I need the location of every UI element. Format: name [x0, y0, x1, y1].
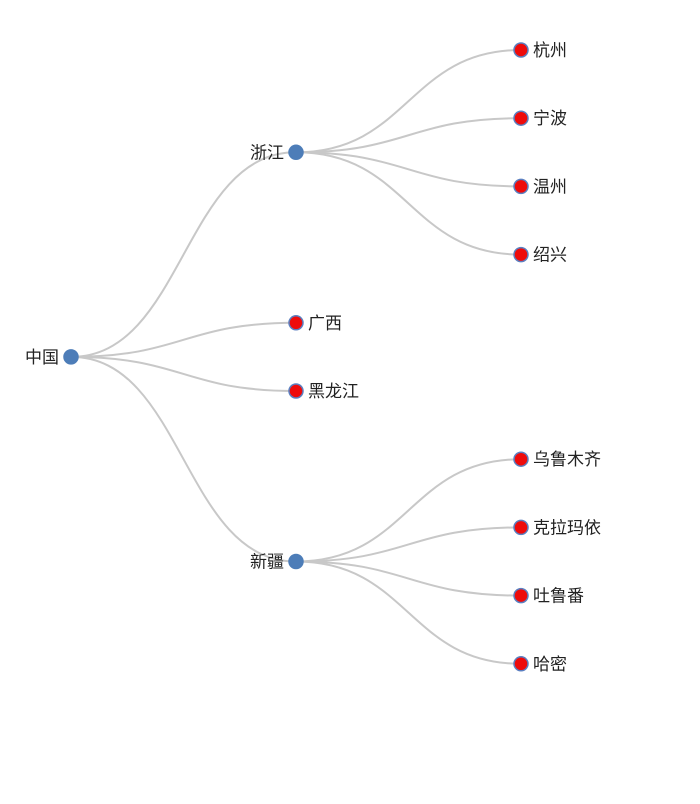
- tree-link: [70, 321, 297, 358]
- node-label: 绍兴: [533, 246, 567, 266]
- branch-node-dot[interactable]: [288, 144, 304, 161]
- node-label: 温州: [533, 177, 567, 197]
- branch-node-dot[interactable]: [63, 349, 79, 365]
- leaf-node-dot[interactable]: [288, 383, 304, 399]
- tree-link: [70, 355, 297, 563]
- leaf-node-dot[interactable]: [288, 315, 304, 331]
- node-label: 克拉玛依: [533, 518, 601, 538]
- links-layer: [70, 49, 522, 665]
- tree-link: [295, 526, 522, 563]
- tree-leaf-node[interactable]: 杭州: [513, 41, 567, 61]
- tree-link: [295, 49, 522, 154]
- tree-link: [295, 560, 522, 665]
- tree-branch-node[interactable]: 中国: [25, 348, 79, 368]
- leaf-node-dot[interactable]: [513, 587, 529, 604]
- tree-link: [295, 151, 522, 256]
- tree-link: [295, 117, 522, 154]
- tree-link: [70, 151, 297, 358]
- tree-leaf-node[interactable]: 黑龙江: [288, 382, 359, 402]
- leaf-node-dot[interactable]: [513, 246, 529, 263]
- node-label: 哈密: [533, 655, 567, 675]
- node-label: 杭州: [533, 41, 567, 61]
- node-label: 乌鲁木齐: [533, 450, 601, 470]
- node-label: 宁波: [533, 109, 567, 129]
- tree-leaf-node[interactable]: 乌鲁木齐: [513, 450, 601, 470]
- tree-branch-node[interactable]: 浙江: [250, 143, 304, 163]
- tree-link: [70, 355, 297, 392]
- tree-branch-node[interactable]: 新疆: [250, 553, 304, 573]
- node-label: 新疆: [250, 553, 284, 573]
- node-label: 广西: [308, 314, 342, 334]
- tree-leaf-node[interactable]: 克拉玛依: [513, 518, 601, 538]
- node-label: 中国: [25, 348, 59, 368]
- node-label: 浙江: [250, 143, 284, 163]
- leaf-node-dot[interactable]: [513, 178, 529, 195]
- leaf-node-dot[interactable]: [513, 110, 529, 126]
- tree-leaf-node[interactable]: 哈密: [513, 655, 567, 675]
- tree-leaf-node[interactable]: 绍兴: [513, 246, 567, 266]
- leaf-node-dot[interactable]: [513, 42, 529, 58]
- tree-leaf-node[interactable]: 宁波: [513, 109, 567, 129]
- branch-node-dot[interactable]: [288, 553, 304, 570]
- node-label: 黑龙江: [308, 382, 359, 402]
- tree-link: [295, 151, 522, 188]
- leaf-node-dot[interactable]: [513, 519, 529, 536]
- leaf-node-dot[interactable]: [513, 656, 529, 672]
- tree-leaf-node[interactable]: 吐鲁番: [513, 587, 584, 607]
- leaf-node-dot[interactable]: [513, 451, 529, 467]
- tree-leaf-node[interactable]: 广西: [288, 314, 342, 334]
- tree-link: [295, 458, 522, 563]
- tree-leaf-node[interactable]: 温州: [513, 177, 567, 197]
- tree-link: [295, 560, 522, 597]
- node-label: 吐鲁番: [533, 587, 584, 607]
